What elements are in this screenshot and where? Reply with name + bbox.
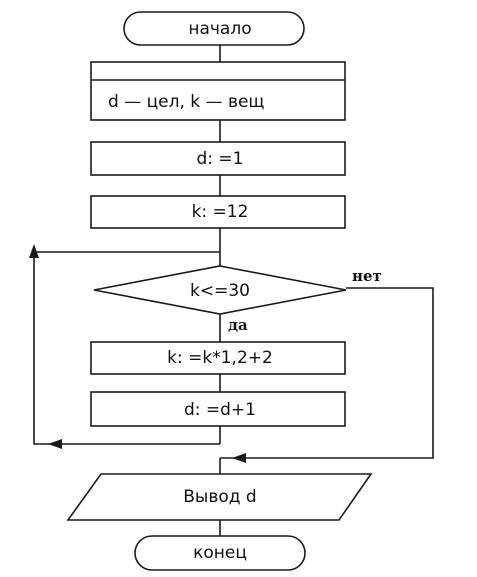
no-branch-line: [220, 287, 434, 459]
loop-back-line: [33, 251, 220, 445]
assign-k-block: [90, 195, 346, 229]
update-k-label: k: =k*1,2+2: [167, 348, 273, 368]
end-label: конец: [193, 543, 247, 563]
update-k-block: [90, 341, 346, 375]
assign-k-label: k: =12: [192, 202, 249, 222]
start-label: начало: [188, 19, 251, 39]
declaration-label: d — цел, k — вещ: [108, 92, 264, 112]
assign-d-label: d: =1: [197, 149, 244, 169]
update-d-label: d: =d+1: [184, 400, 256, 420]
loop-arrow-left: [48, 439, 62, 449]
no-arrow-left: [232, 453, 246, 463]
branch-no-label: нет: [352, 267, 382, 285]
condition-diamond: [93, 265, 347, 315]
declaration-block: [90, 61, 346, 121]
loop-arrow-up: [29, 244, 39, 258]
end-terminal: [134, 535, 306, 571]
update-d-block: [90, 391, 346, 427]
start-terminal: [123, 11, 305, 46]
output-parallelogram: [66, 473, 373, 521]
assign-d-block: [90, 141, 346, 176]
branch-yes-label: да: [228, 316, 248, 334]
output-label: Вывод d: [183, 487, 256, 507]
condition-label: k<=30: [190, 281, 250, 301]
